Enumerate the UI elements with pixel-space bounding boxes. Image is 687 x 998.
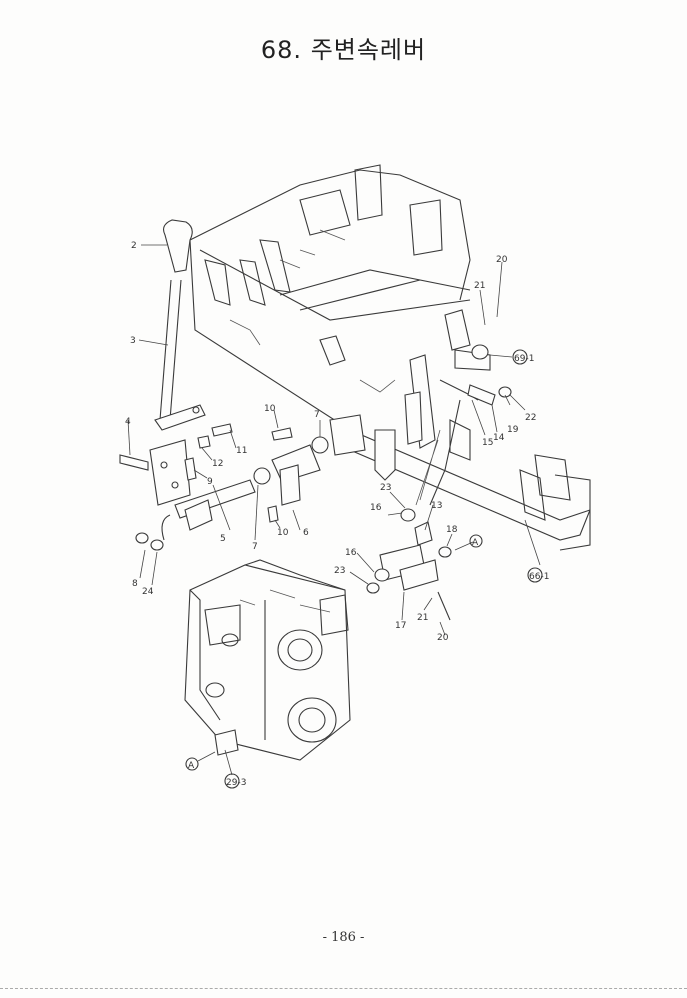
callout-23-lower: 23	[334, 566, 345, 576]
ref-circle-a-right	[469, 534, 483, 548]
callout-12: 12	[212, 459, 223, 469]
shift-shaft	[135, 479, 256, 551]
callout-13: 13	[431, 501, 442, 511]
mark-a-left: A	[188, 761, 195, 771]
callout-17: 17	[395, 621, 406, 631]
callout-18: 18	[446, 525, 458, 535]
lever-bracket	[119, 423, 233, 506]
callout-9: 9	[207, 477, 213, 487]
callout-6: 6	[303, 528, 309, 538]
callout-7-upper: 7	[314, 410, 320, 420]
callout-10-upper: 10	[264, 404, 276, 414]
callout-19: 19	[507, 425, 519, 435]
main-shift-lever	[154, 219, 206, 431]
page-title: 68. 주변속레버	[260, 36, 427, 64]
callout-5: 5	[220, 534, 226, 544]
transmission-housing-upper	[189, 164, 591, 551]
reference-marks: 69-1 66-1 29-3 A A	[185, 349, 549, 789]
callout-21-lower: 21	[417, 613, 428, 623]
fork-and-spring	[404, 309, 512, 506]
callout-20-lower: 20	[437, 633, 449, 643]
ref-66-1: 66-1	[529, 572, 549, 582]
callout-14: 14	[493, 433, 505, 443]
callout-22: 22	[525, 413, 536, 423]
leader-lines	[127, 244, 541, 776]
page-number: - 186 -	[322, 930, 365, 945]
callout-24: 24	[142, 587, 154, 597]
callout-2: 2	[131, 241, 137, 251]
ref-29-3: 29-3	[226, 778, 246, 788]
gear-case	[184, 559, 351, 761]
ref-circle-a-left	[185, 757, 199, 771]
callout-23-upper: 23	[380, 483, 391, 493]
callout-7-lower: 7	[252, 542, 258, 552]
callout-16-lower: 16	[345, 548, 357, 558]
callout-16-upper: 16	[370, 503, 382, 513]
lower-link-parts	[366, 508, 452, 621]
ref-circle-69-1	[512, 349, 528, 365]
mark-a-right: A	[472, 538, 479, 548]
ref-69-1: 69-1	[514, 354, 534, 364]
callout-10-lower: 10	[277, 528, 289, 538]
callout-15: 15	[482, 438, 493, 448]
scan-edge-rule	[0, 988, 687, 990]
ref-circle-29-3	[224, 773, 240, 789]
callout-11: 11	[236, 446, 247, 456]
shaft-arm-assembly	[253, 427, 329, 523]
callout-3: 3	[130, 336, 136, 346]
callout-4: 4	[125, 417, 131, 427]
callout-21-upper: 21	[474, 281, 485, 291]
ref-circle-66-1	[527, 567, 543, 583]
callout-labels: 2 3 4 5 6 7 7 8 9 10 10 11 12 13 14 15 1…	[125, 241, 536, 643]
callout-20-upper: 20	[496, 255, 508, 265]
callout-8: 8	[132, 579, 138, 589]
